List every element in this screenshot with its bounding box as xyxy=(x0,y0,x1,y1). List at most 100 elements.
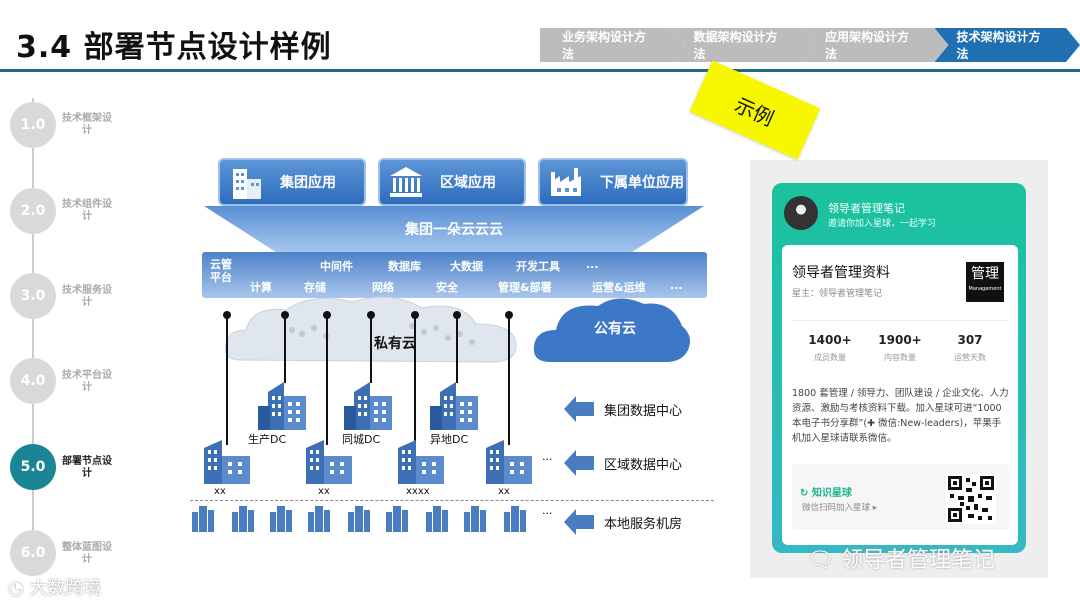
stat-members: 1400+ 成员数量 xyxy=(800,333,860,363)
platform-item-security: 安全 xyxy=(436,281,458,294)
card-logo-sub: Management xyxy=(968,286,1002,292)
brand-logo-icon: ◔ xyxy=(8,578,30,599)
regional-building-icon xyxy=(486,440,532,484)
private-cloud-label: 私有云 xyxy=(374,336,416,352)
timeline-label-3: 技术服务设计 xyxy=(62,285,112,308)
stat-days-value: 307 xyxy=(957,333,983,347)
app-subsidiary-label: 下属单位应用 xyxy=(600,175,684,191)
planet-brand-label: 知识星球 xyxy=(811,488,852,499)
timeline-label-1: 技术框架设计 xyxy=(62,113,112,136)
regional-building-icon xyxy=(398,440,444,484)
app-subsidiary: 下属单位应用 xyxy=(538,158,688,206)
dc-building-icon xyxy=(258,382,306,430)
step-technology[interactable]: 技术架构设计方法 xyxy=(935,28,1080,62)
platform-name: 云管平台 xyxy=(210,258,232,284)
platform-item-storage: 存储 xyxy=(304,281,326,294)
local-ellipsis: ... xyxy=(542,504,553,517)
cloud-platform-bar xyxy=(202,252,707,298)
timeline-node-1[interactable]: 1.0 xyxy=(10,102,56,148)
qr-code-icon[interactable] xyxy=(946,474,996,524)
connector-dot xyxy=(281,311,289,319)
step-business[interactable]: 业务架构设计方法 xyxy=(540,28,686,62)
connector-dot xyxy=(505,311,513,319)
platform-item-mgmt: 管理&部署 xyxy=(498,281,552,294)
timeline-label-2: 技术组件设计 xyxy=(62,199,112,222)
scan-hint: 微信扫码加入星球 ▸ xyxy=(802,503,877,513)
connector-line xyxy=(326,315,328,445)
regional-building-icon xyxy=(306,440,352,484)
platform-item-bigdata: 大数据 xyxy=(450,260,483,273)
card-name: 领导者管理资料 xyxy=(792,265,890,281)
regional-label-2: xx xyxy=(318,486,330,497)
wechat-icon: 🗨 xyxy=(806,548,841,573)
connector-line xyxy=(370,315,372,383)
step-application[interactable]: 应用架构设计方法 xyxy=(803,28,949,62)
connector-dot xyxy=(411,311,419,319)
tier-divider xyxy=(190,500,714,501)
platform-item-more-1: ... xyxy=(586,258,599,271)
connector-dot xyxy=(223,311,231,319)
card-owner: 星主：领导者管理笔记 xyxy=(792,289,883,299)
tier-regional-dc: 区域数据中心 xyxy=(564,450,682,476)
platform-item-compute: 计算 xyxy=(250,281,272,294)
method-breadcrumb: 业务架构设计方法 数据架构设计方法 应用架构设计方法 技术架构设计方法 xyxy=(540,28,1080,62)
app-group-label: 集团应用 xyxy=(280,175,336,191)
tier-local-room: 本地服务机房 xyxy=(564,509,682,535)
card-logo: 管理 Management xyxy=(966,262,1004,302)
platform-item-more-2: ... xyxy=(670,279,683,292)
timeline-node-6[interactable]: 6.0 xyxy=(10,530,56,576)
platform-item-ops: 运营&运维 xyxy=(592,281,646,294)
regional-label-1: xx xyxy=(214,486,226,497)
card-divider xyxy=(792,320,1008,321)
timeline-node-5[interactable]: 5.0 xyxy=(10,444,56,490)
tier-regional-dc-label: 区域数据中心 xyxy=(604,457,683,473)
timeline-label-6: 整体蓝图设计 xyxy=(62,542,112,565)
stat-members-label: 成员数量 xyxy=(814,353,846,362)
tier-group-dc-label: 集团数据中心 xyxy=(604,403,683,419)
connector-dot xyxy=(323,311,331,319)
step-data[interactable]: 数据架构设计方法 xyxy=(672,28,818,62)
cloud-funnel-label: 集团一朵云云云 xyxy=(405,222,503,238)
stat-days-label: 运营天数 xyxy=(954,353,986,362)
app-group: 集团应用 xyxy=(218,158,366,206)
regional-label-3: xxxx xyxy=(406,486,430,497)
watermark-right: 🗨 领导者管理笔记 xyxy=(806,542,995,574)
local-room-icons xyxy=(192,506,526,532)
watermark-left-text: 大数跨境 xyxy=(29,578,102,599)
stat-content: 1900+ 内容数量 xyxy=(870,333,930,363)
cloud-funnel xyxy=(204,206,704,254)
avatar xyxy=(784,196,818,230)
regional-ellipsis: ... xyxy=(542,450,553,463)
public-cloud-label: 公有云 xyxy=(594,321,636,337)
platform-item-middleware: 中间件 xyxy=(320,260,353,273)
app-region: 区域应用 xyxy=(378,158,526,206)
arrow-left-icon xyxy=(564,450,576,476)
app-region-label: 区域应用 xyxy=(440,175,496,191)
regional-building-icon xyxy=(204,440,250,484)
connector-line xyxy=(226,315,228,445)
dc-label-production: 生产DC xyxy=(248,433,287,446)
public-cloud-shape xyxy=(533,298,690,362)
building-icon xyxy=(226,162,266,202)
private-cloud-shape xyxy=(224,296,517,363)
stat-days: 307 运营天数 xyxy=(940,333,1000,363)
stat-content-label: 内容数量 xyxy=(884,353,916,362)
platform-item-devtools: 开发工具 xyxy=(516,260,560,273)
bank-icon xyxy=(386,162,426,202)
card-invite: 邀请你加入星球，一起学习 xyxy=(828,219,937,229)
stat-content-value: 1900+ xyxy=(878,333,922,347)
timeline-node-2[interactable]: 2.0 xyxy=(10,188,56,234)
platform-item-database: 数据库 xyxy=(388,260,421,273)
timeline-node-4[interactable]: 4.0 xyxy=(10,358,56,404)
dc-label-remote: 异地DC xyxy=(430,433,469,446)
timeline-rail xyxy=(32,98,34,568)
dc-building-icon xyxy=(430,382,478,430)
sample-tag: 示例 xyxy=(689,60,821,160)
watermark-right-text: 领导者管理笔记 xyxy=(840,548,995,573)
watermark-left: ◔ 大数跨境 xyxy=(8,574,101,600)
arrow-left-icon xyxy=(564,509,576,535)
timeline-label-5: 部署节点设计 xyxy=(62,456,112,479)
stat-members-value: 1400+ xyxy=(808,333,852,347)
connector-line xyxy=(456,315,458,383)
timeline-node-3[interactable]: 3.0 xyxy=(10,273,56,319)
